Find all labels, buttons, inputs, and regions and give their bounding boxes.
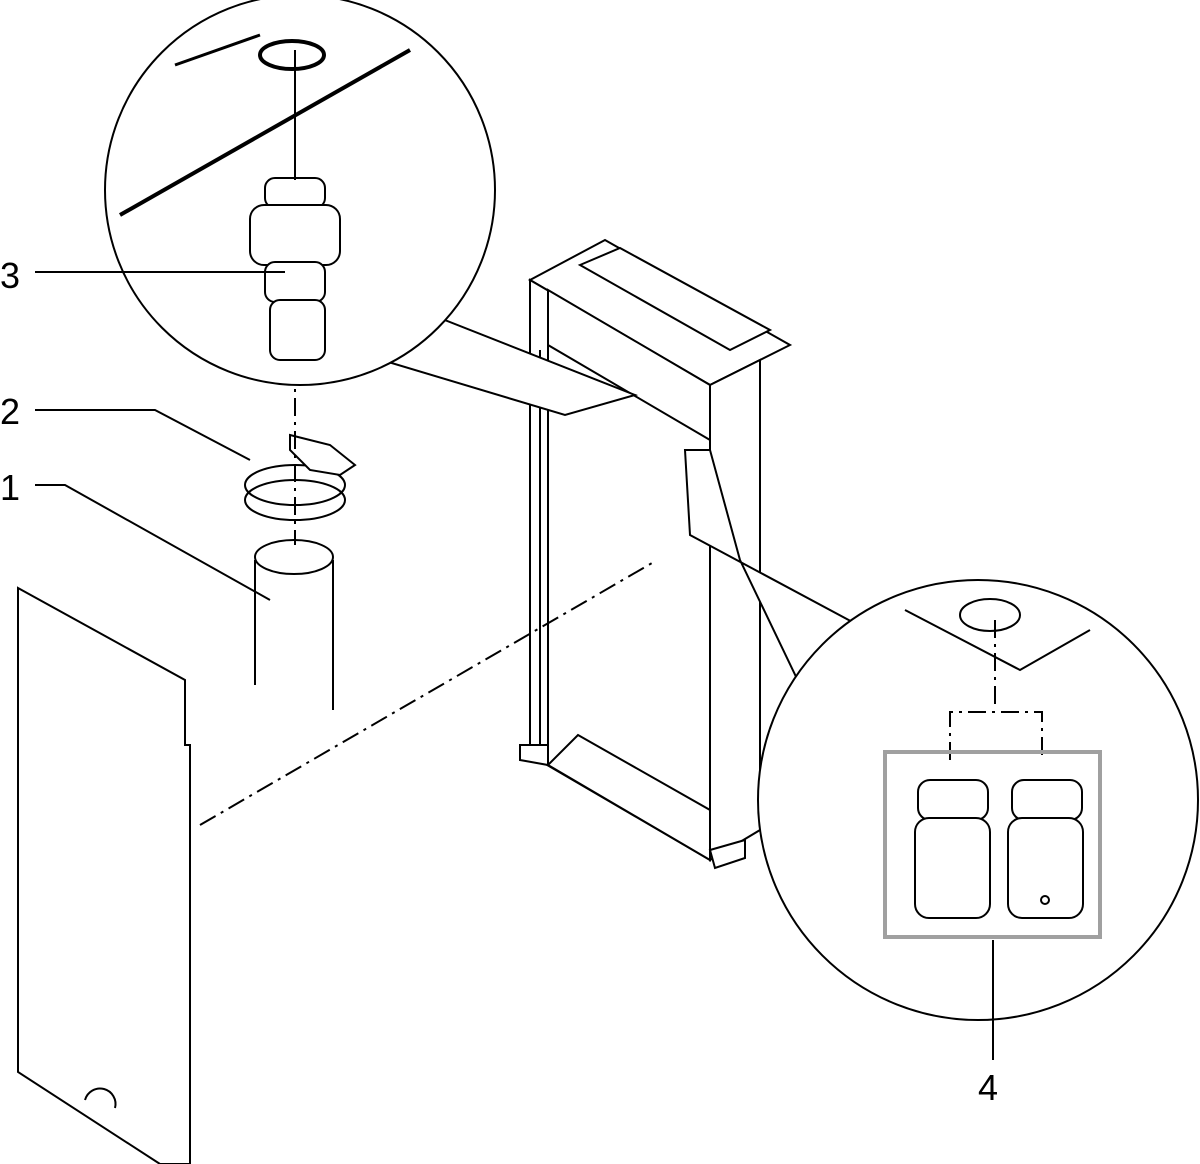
cover-panel [17, 586, 191, 1164]
detail-circle-bottom [683, 449, 1199, 1021]
mounting-frame [519, 238, 793, 870]
hose-clamp [244, 433, 357, 521]
callout-label-1: 1 [0, 467, 21, 508]
callout-label-2: 2 [0, 391, 21, 432]
plug-left [914, 779, 991, 919]
callout-label-3: 3 [0, 255, 21, 296]
detail-circle-top [104, 0, 639, 417]
pipe [254, 539, 334, 710]
highlight-box [883, 750, 1102, 939]
plug-right [1007, 779, 1084, 919]
callout-label-4: 4 [978, 1067, 999, 1108]
stepped-connector [249, 50, 341, 361]
